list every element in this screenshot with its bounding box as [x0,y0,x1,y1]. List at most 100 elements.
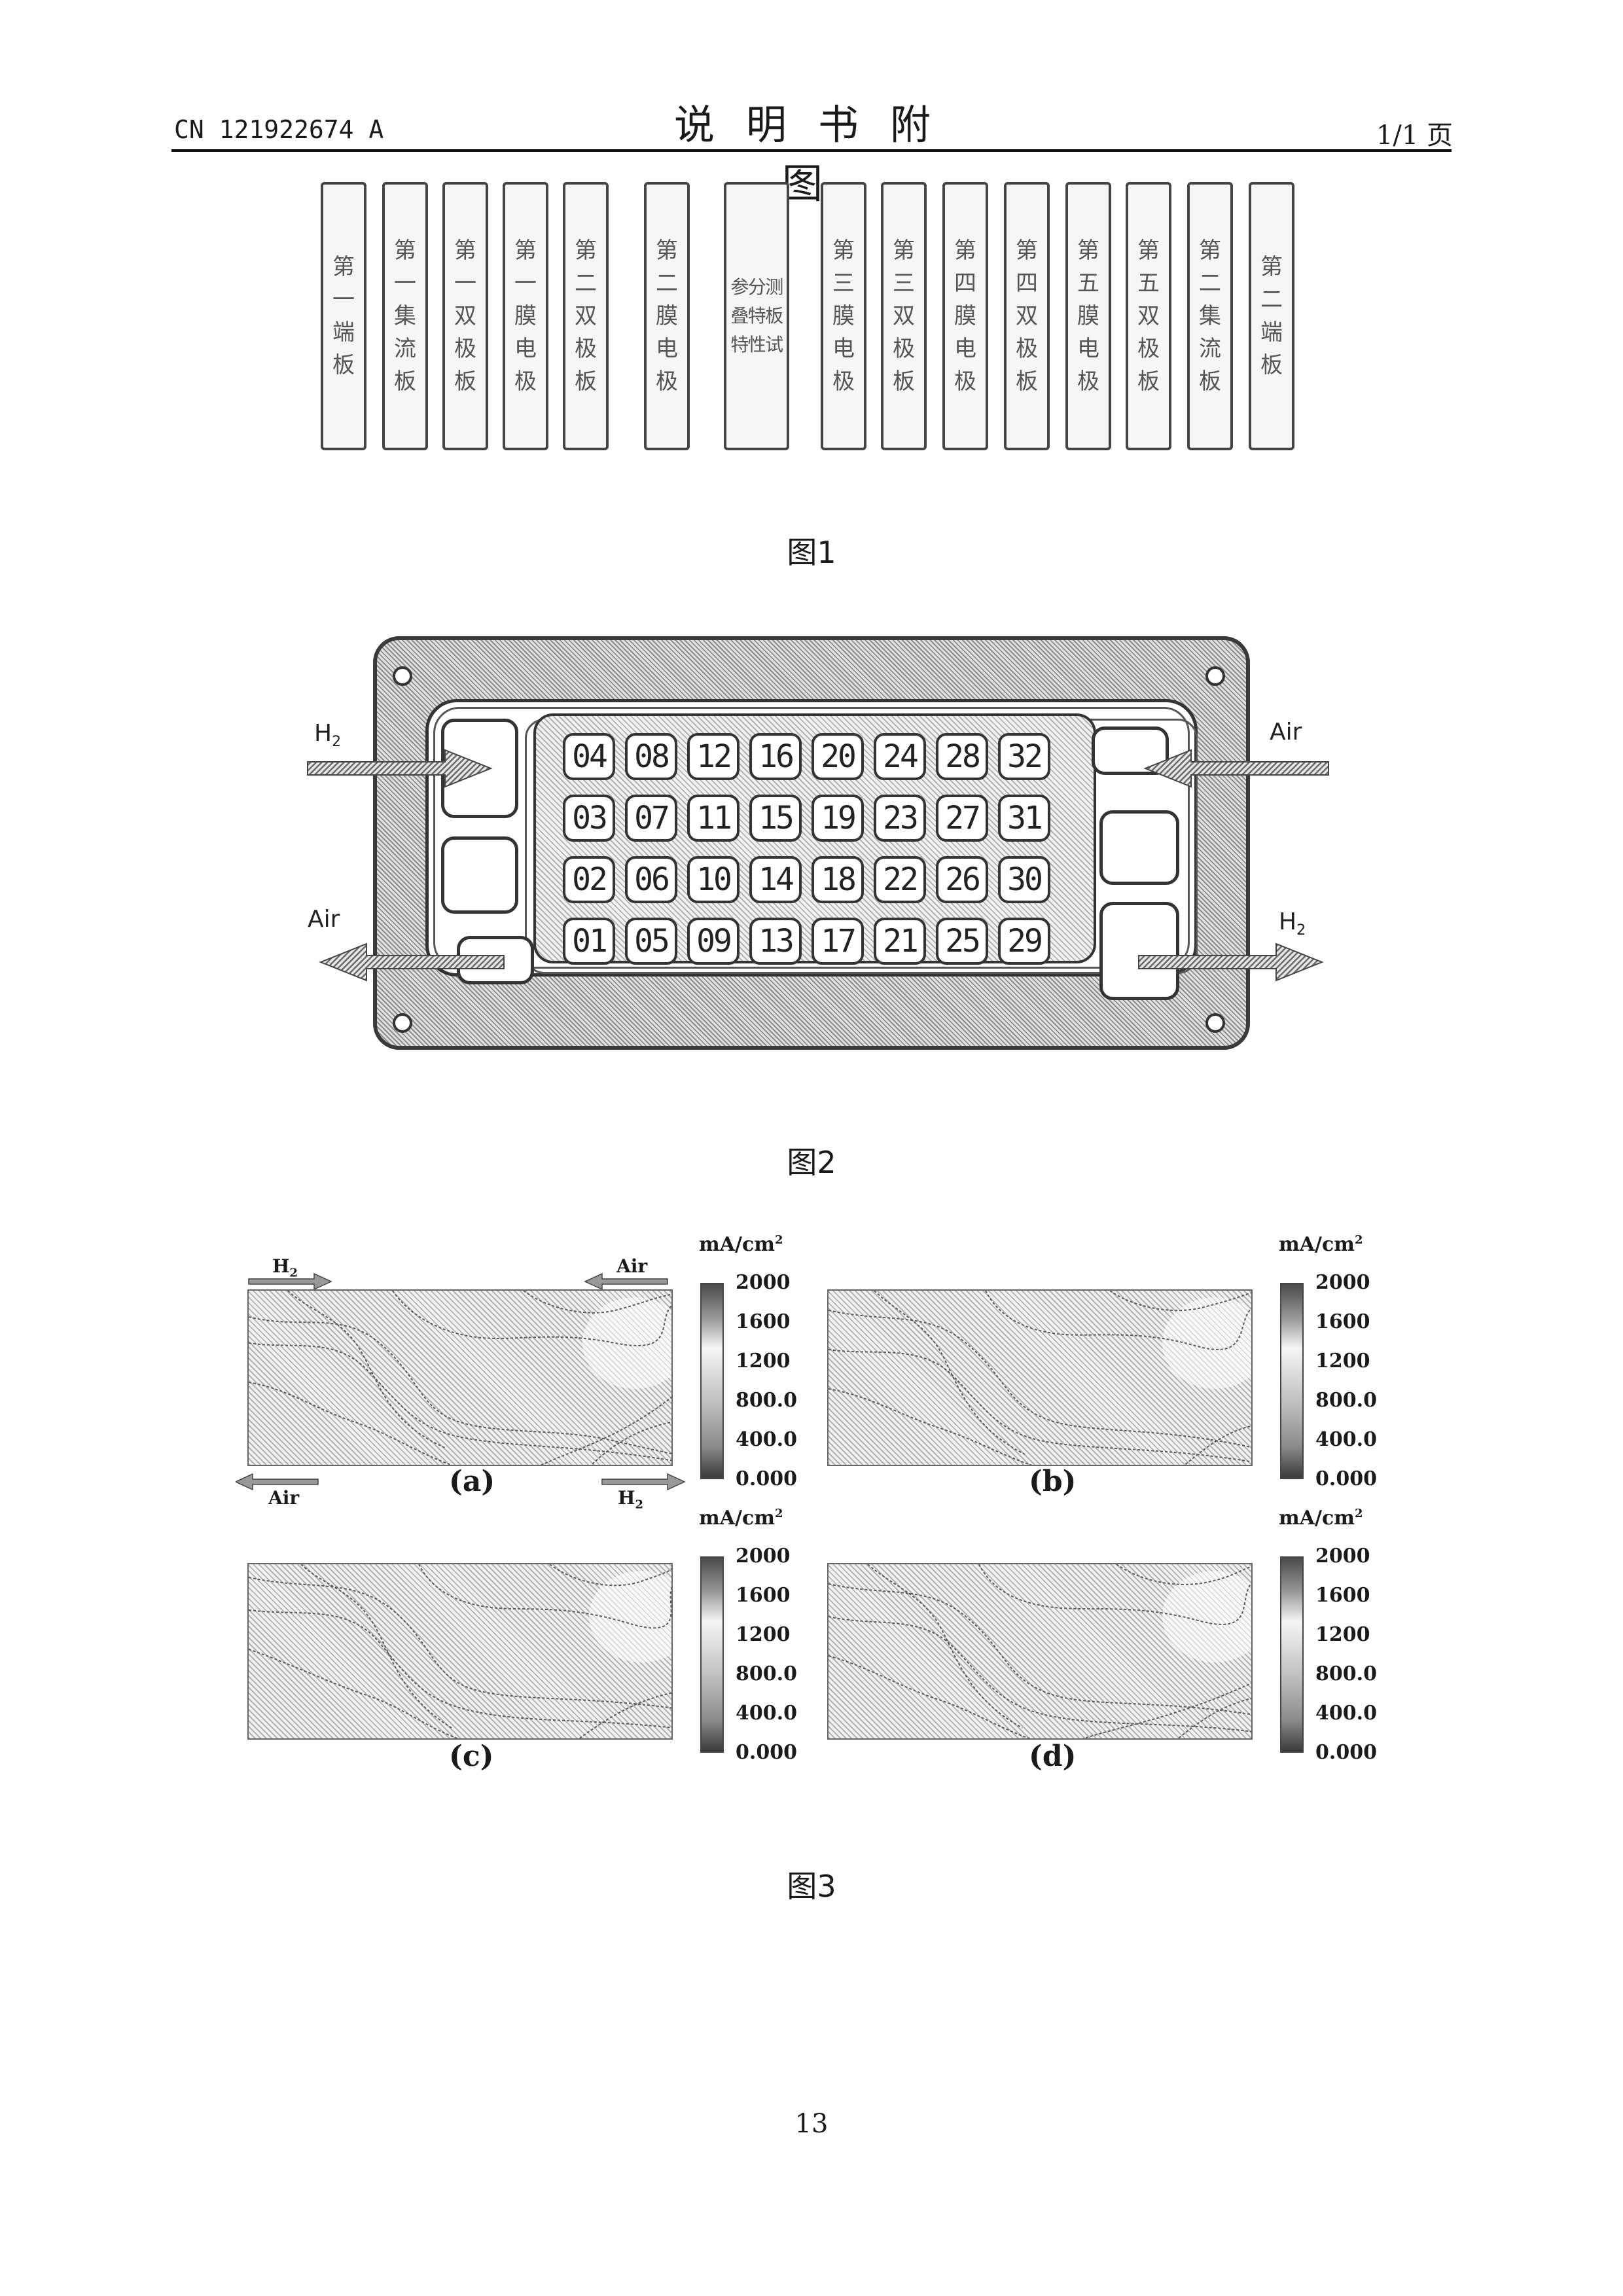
page-info: 1/1 页 [1376,114,1453,152]
plate-char: 第 [1137,234,1160,267]
plate-char: 流 [1199,332,1221,365]
plate-char: 集 [394,300,416,332]
colorbar-tick-label: 1200 [1315,1623,1370,1646]
contour-line [249,1649,465,1740]
plate-char: 端 [1260,316,1283,349]
plate-char: 极 [656,365,678,398]
plate-char: 极 [575,332,597,365]
cell-segment: 10 [687,856,740,903]
current-density-map [827,1289,1253,1466]
plate-char: 电 [832,332,855,365]
stack-plate: 第二集流板 [1187,182,1233,450]
stack-plate: 第五膜电极 [1065,182,1111,450]
plate-char: 极 [1016,332,1038,365]
plate-char: 膜 [1077,300,1099,332]
colorbar-tick-label: 1200 [736,1623,791,1646]
panel-label: (a) [449,1465,495,1498]
plate-char: 一 [332,283,355,316]
cell-segment: 32 [998,733,1050,780]
plate-char: 集 [1199,300,1221,332]
panel-label: (c) [449,1740,493,1773]
plate-char: 膜 [954,300,976,332]
plate-char: 三 [893,267,915,300]
plate-char: 双 [893,300,915,332]
plate-char: 第 [332,251,355,283]
plate-char: 第 [832,234,855,267]
plate-char: 参 [730,273,747,302]
air-in-arrow [1145,750,1329,787]
plate-char: 端 [332,316,355,349]
cell-segment: 08 [625,733,677,780]
cell-segment: 23 [874,795,926,842]
cell-segment: 07 [625,795,677,842]
plate-char: 一 [514,267,537,300]
air-inlet-label: Air [1270,719,1302,745]
cell-segment: 03 [563,795,615,842]
colorbar-tick-label: 800.0 [736,1389,797,1412]
plate-char: 分 [748,273,765,302]
plate-char: 第 [1077,234,1099,267]
stack-plate: 第二双极板 [563,182,609,450]
plate-char: 电 [954,332,976,365]
colorbar-tick-label: 0.000 [736,1741,797,1764]
h2-in-arrow [308,750,491,787]
cell-segment: 26 [936,856,988,903]
plate-char: 极 [1077,365,1099,398]
colorbar-tick-label: 800.0 [1315,1389,1377,1412]
cell-segment: 27 [936,795,988,842]
plate-char: 板 [575,365,597,398]
plate-char: 第 [1199,234,1221,267]
plate-char: 电 [514,332,537,365]
colorbar [700,1283,724,1479]
plate-char: 板 [332,349,355,382]
plate-char: 试 [765,331,782,359]
cell-segment: 22 [874,856,926,903]
colorbar-tick-label: 1200 [1315,1350,1370,1372]
contour-lines [249,1291,673,1466]
cell-segment: 02 [563,856,615,903]
colorbar-tick-label: 2000 [736,1545,791,1568]
h2-inlet-label: H2 [314,720,341,750]
plate-char: 五 [1077,267,1099,300]
colorbar-tick-label: 2000 [1315,1271,1370,1294]
cell-segment: 25 [936,918,988,965]
colorbar [1280,1556,1304,1753]
contour-line [576,1693,673,1740]
current-density-map [247,1289,673,1466]
cell-segment: 14 [749,856,802,903]
plate-char: 板 [1016,365,1038,398]
stack-plate: 第四双极板 [1004,182,1050,450]
high-density-region [1162,1571,1253,1662]
plate-char: 板 [893,365,915,398]
plate-char: 极 [454,332,476,365]
plate-char: 一 [454,267,476,300]
plate-char: 第 [1016,234,1038,267]
cell-segment: 31 [998,795,1050,842]
colorbar-tick-label: 800.0 [736,1662,797,1685]
contour-line [537,1395,673,1466]
plate-char: 膜 [656,300,678,332]
stack-plate: 第四膜电极 [942,182,988,450]
contour-line [1182,1426,1253,1466]
colorbar-unit: mA/cm2 [699,1507,783,1530]
plate-char: 第 [1260,251,1283,283]
high-density-region [582,1297,673,1389]
cell-segment: 30 [998,856,1050,903]
plate-char: 二 [1260,283,1283,316]
h2-outlet-label: H2 [1279,908,1306,939]
plate-char: 二 [575,267,597,300]
stack-plate: 第五双极板 [1126,182,1171,450]
cell-segment: 20 [812,733,864,780]
figure-1-stack-diagram: 第一端板第一集流板第一双极板第一膜电极第二双极板第二膜电极参分测叠特板特性试第三… [321,182,1315,457]
cell-segment: 09 [687,918,740,965]
colorbar-unit: mA/cm2 [699,1233,783,1256]
plate-char: 二 [1199,267,1221,300]
cell-segment: 28 [936,733,988,780]
plate-char: 板 [1260,349,1283,382]
cell-segment: 29 [998,918,1050,965]
plate-char: 第 [575,234,597,267]
patent-number: CN 121922674 A [174,115,383,144]
plate-char: 板 [765,302,782,331]
stack-plate: 第一膜电极 [503,182,548,450]
colorbar-tick-label: 2000 [1315,1545,1370,1568]
